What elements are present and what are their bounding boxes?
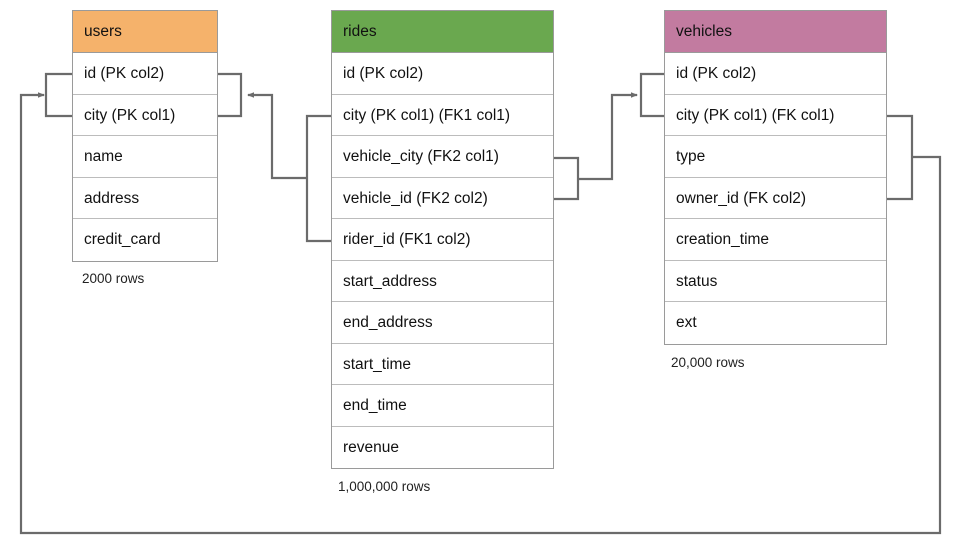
table-vehicles-column-ext: ext <box>665 302 886 344</box>
table-rides-column-city: city (PK col1) (FK1 col1) <box>332 94 553 136</box>
table-rides-column-start-time: start_time <box>332 343 553 385</box>
table-users-column-name: name <box>73 136 217 178</box>
table-vehicles-column-owner-id: owner_id (FK col2) <box>665 177 886 219</box>
table-vehicles-column-id: id (PK col2) <box>665 53 886 95</box>
table-vehicles-column-city: city (PK col1) (FK col1) <box>665 94 886 136</box>
table-rides[interactable]: rides id (PK col2) city (PK col1) (FK1 c… <box>331 10 554 469</box>
table-vehicles-column-status: status <box>665 260 886 302</box>
table-users-column-id: id (PK col2) <box>73 53 217 95</box>
table-rides-column-end-time: end_time <box>332 385 553 427</box>
connector-vehicles-left-bracket <box>639 72 664 118</box>
connector-rides-fk2-to-vehicles <box>554 92 638 201</box>
table-users-row-count: 2000 rows <box>82 271 145 286</box>
table-users-column-credit-card: credit_card <box>73 219 217 261</box>
table-rides-column-vehicle-city: vehicle_city (FK2 col1) <box>332 136 553 178</box>
connector-users-left-bracket <box>44 72 72 118</box>
table-users-column-address: address <box>73 177 217 219</box>
connector-rides-fk1-to-users <box>247 92 331 243</box>
table-users-column-city: city (PK col1) <box>73 94 217 136</box>
table-rides-row-count: 1,000,000 rows <box>338 479 431 494</box>
table-rides-column-vehicle-id: vehicle_id (FK2 col2) <box>332 177 553 219</box>
table-vehicles[interactable]: vehicles id (PK col2) city (PK col1) (FK… <box>664 10 887 345</box>
table-users[interactable]: users id (PK col2) city (PK col1) name a… <box>72 10 218 262</box>
table-vehicles-title: vehicles <box>665 11 886 53</box>
table-rides-column-id: id (PK col2) <box>332 53 553 95</box>
connector-users-right-bracket <box>218 72 243 118</box>
table-users-title: users <box>73 11 217 53</box>
table-rides-column-rider-id: rider_id (FK1 col2) <box>332 219 553 261</box>
table-vehicles-column-type: type <box>665 136 886 178</box>
table-rides-column-end-address: end_address <box>332 302 553 344</box>
table-vehicles-column-creation-time: creation_time <box>665 219 886 261</box>
table-rides-title: rides <box>332 11 553 53</box>
connector-vehicles-right-bracket <box>887 114 914 201</box>
table-rides-column-revenue: revenue <box>332 426 553 468</box>
table-rides-column-start-address: start_address <box>332 260 553 302</box>
table-vehicles-row-count: 20,000 rows <box>671 355 745 370</box>
